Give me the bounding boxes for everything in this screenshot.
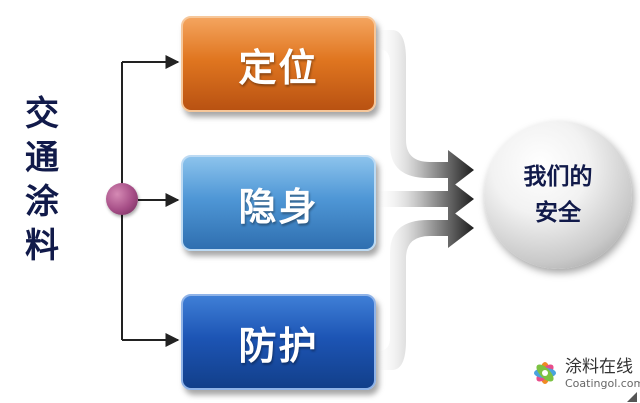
side-title: 交 通 涂 料	[18, 92, 66, 268]
side-title-char: 通	[25, 138, 59, 178]
box-stealth: 隐身	[181, 155, 376, 251]
straight-arrow-middle	[374, 179, 474, 219]
watermark-cn: 涂料在线	[565, 356, 633, 377]
watermark-en: Coatingol.com	[565, 376, 640, 390]
box-label: 隐身	[238, 184, 319, 229]
corner-triangle-icon	[627, 392, 637, 402]
side-title-char: 料	[25, 226, 59, 266]
side-title-char: 交	[25, 94, 59, 134]
box-positioning: 定位	[181, 16, 376, 112]
target-circle: 我们的 安全	[484, 121, 632, 269]
curved-arrow-top	[374, 30, 474, 190]
target-line-2: 安全	[535, 200, 581, 226]
box-label: 定位	[238, 45, 319, 90]
target-line-1: 我们的	[523, 164, 593, 190]
watermark: 涂料在线 Coatingol.com	[528, 356, 640, 390]
curved-arrow-bottom	[374, 208, 474, 370]
flower-logo-icon	[534, 362, 556, 384]
box-protection: 防护	[181, 294, 376, 390]
side-title-char: 涂	[25, 182, 59, 222]
box-label: 防护	[238, 323, 319, 368]
hub-dot	[106, 183, 138, 215]
